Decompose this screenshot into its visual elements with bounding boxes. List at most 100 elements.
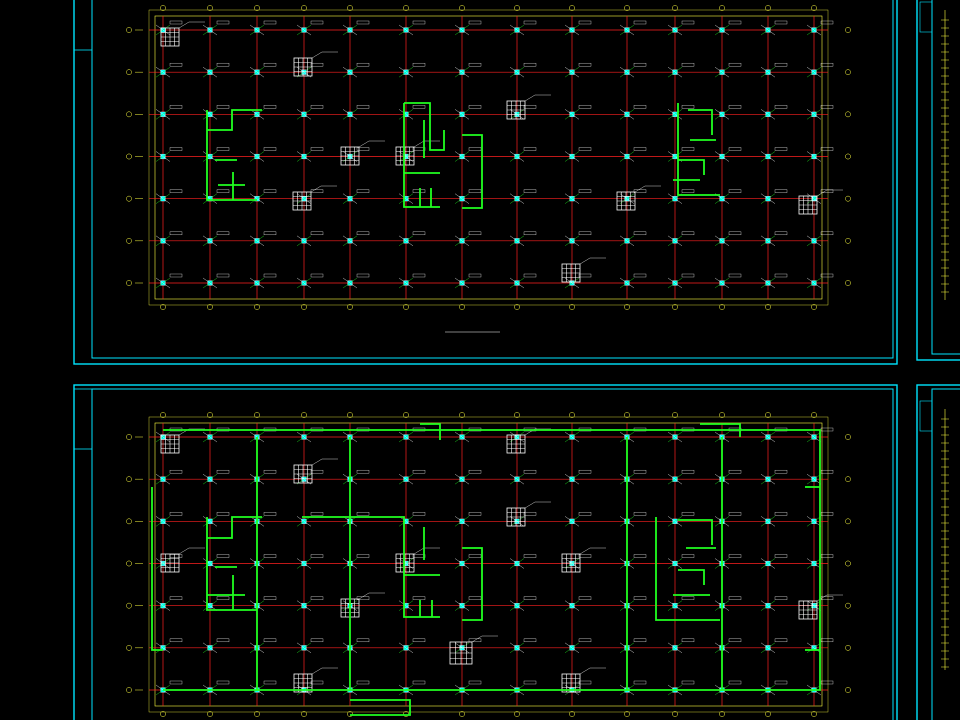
structural-column[interactable] xyxy=(249,638,277,653)
structural-column[interactable] xyxy=(619,512,647,527)
structural-column[interactable] xyxy=(806,20,834,36)
structural-column[interactable] xyxy=(667,273,695,289)
structural-column[interactable] xyxy=(342,469,370,485)
structural-column[interactable] xyxy=(564,427,592,443)
structural-column[interactable] xyxy=(667,512,695,527)
shear-wall[interactable] xyxy=(462,547,483,621)
structural-column[interactable] xyxy=(249,512,277,527)
structural-column[interactable] xyxy=(249,105,277,120)
structural-column[interactable] xyxy=(398,105,426,120)
structural-column[interactable] xyxy=(760,469,788,485)
structural-column[interactable] xyxy=(155,231,183,246)
structural-column[interactable] xyxy=(564,512,592,527)
structural-column[interactable] xyxy=(714,147,742,162)
pile-cap-detail[interactable] xyxy=(506,94,551,120)
floor-plan-top[interactable] xyxy=(126,5,851,310)
structural-column[interactable] xyxy=(342,147,370,162)
structural-column[interactable] xyxy=(667,105,695,120)
structural-column[interactable] xyxy=(806,189,834,204)
structural-column[interactable] xyxy=(619,554,647,569)
structural-column[interactable] xyxy=(202,680,230,696)
shear-wall[interactable] xyxy=(403,103,440,208)
structural-column[interactable] xyxy=(667,231,695,246)
structural-column[interactable] xyxy=(564,189,592,204)
structural-column[interactable] xyxy=(342,512,370,527)
structural-column[interactable] xyxy=(454,231,482,246)
structural-column[interactable] xyxy=(760,62,788,78)
structural-column[interactable] xyxy=(202,105,230,120)
structural-column[interactable] xyxy=(398,554,426,569)
structural-column[interactable] xyxy=(667,638,695,653)
structural-column[interactable] xyxy=(667,554,695,569)
structural-column[interactable] xyxy=(564,596,592,611)
structural-column[interactable] xyxy=(249,596,277,611)
shear-wall[interactable] xyxy=(206,110,257,201)
structural-column[interactable] xyxy=(509,105,537,120)
structural-column[interactable] xyxy=(342,62,370,78)
structural-column[interactable] xyxy=(760,554,788,569)
structural-column[interactable] xyxy=(454,554,482,569)
structural-column[interactable] xyxy=(619,469,647,485)
shear-wall[interactable] xyxy=(302,516,440,618)
structural-column[interactable] xyxy=(564,105,592,120)
structural-column[interactable] xyxy=(398,62,426,78)
structural-column[interactable] xyxy=(667,62,695,78)
structural-column[interactable] xyxy=(509,596,537,611)
structural-column[interactable] xyxy=(619,680,647,696)
structural-column[interactable] xyxy=(155,680,183,696)
structural-column[interactable] xyxy=(342,680,370,696)
structural-column[interactable] xyxy=(619,147,647,162)
structural-column[interactable] xyxy=(155,273,183,289)
structural-column[interactable] xyxy=(667,20,695,36)
structural-column[interactable] xyxy=(342,20,370,36)
pile-cap-detail[interactable] xyxy=(449,635,498,665)
structural-column[interactable] xyxy=(155,554,183,569)
structural-column[interactable] xyxy=(619,20,647,36)
shear-wall[interactable] xyxy=(678,159,705,175)
structural-column[interactable] xyxy=(760,231,788,246)
structural-column[interactable] xyxy=(619,62,647,78)
structural-column[interactable] xyxy=(509,680,537,696)
pile-cap-detail[interactable] xyxy=(561,547,606,573)
structural-column[interactable] xyxy=(714,512,742,527)
structural-column[interactable] xyxy=(249,469,277,485)
structural-column[interactable] xyxy=(760,105,788,120)
structural-column[interactable] xyxy=(714,62,742,78)
structural-column[interactable] xyxy=(509,20,537,36)
structural-column[interactable] xyxy=(249,147,277,162)
structural-column[interactable] xyxy=(454,638,482,653)
structural-column[interactable] xyxy=(155,469,183,485)
structural-column[interactable] xyxy=(398,638,426,653)
structural-column[interactable] xyxy=(155,596,183,611)
structural-column[interactable] xyxy=(806,273,834,289)
shear-wall[interactable] xyxy=(700,423,741,437)
structural-column[interactable] xyxy=(509,638,537,653)
pile-cap-detail[interactable] xyxy=(506,428,551,454)
structural-column[interactable] xyxy=(398,189,426,204)
structural-column[interactable] xyxy=(202,638,230,653)
structural-column[interactable] xyxy=(155,105,183,120)
shear-wall[interactable] xyxy=(678,519,713,545)
structural-column[interactable] xyxy=(249,680,277,696)
structural-column[interactable] xyxy=(398,680,426,696)
structural-column[interactable] xyxy=(760,189,788,204)
structural-column[interactable] xyxy=(714,596,742,611)
shear-wall[interactable] xyxy=(207,516,262,539)
structural-column[interactable] xyxy=(296,512,324,527)
structural-column[interactable] xyxy=(296,105,324,120)
structural-column[interactable] xyxy=(454,680,482,696)
structural-column[interactable] xyxy=(202,62,230,78)
structural-column[interactable] xyxy=(564,231,592,246)
structural-column[interactable] xyxy=(454,147,482,162)
structural-column[interactable] xyxy=(806,427,834,443)
structural-column[interactable] xyxy=(296,273,324,289)
structural-column[interactable] xyxy=(454,596,482,611)
structural-column[interactable] xyxy=(155,512,183,527)
structural-column[interactable] xyxy=(714,554,742,569)
structural-column[interactable] xyxy=(714,105,742,120)
pile-cap-detail[interactable] xyxy=(561,257,606,283)
structural-column[interactable] xyxy=(806,62,834,78)
structural-column[interactable] xyxy=(619,638,647,653)
shear-wall[interactable] xyxy=(404,102,445,151)
structural-column[interactable] xyxy=(398,231,426,246)
